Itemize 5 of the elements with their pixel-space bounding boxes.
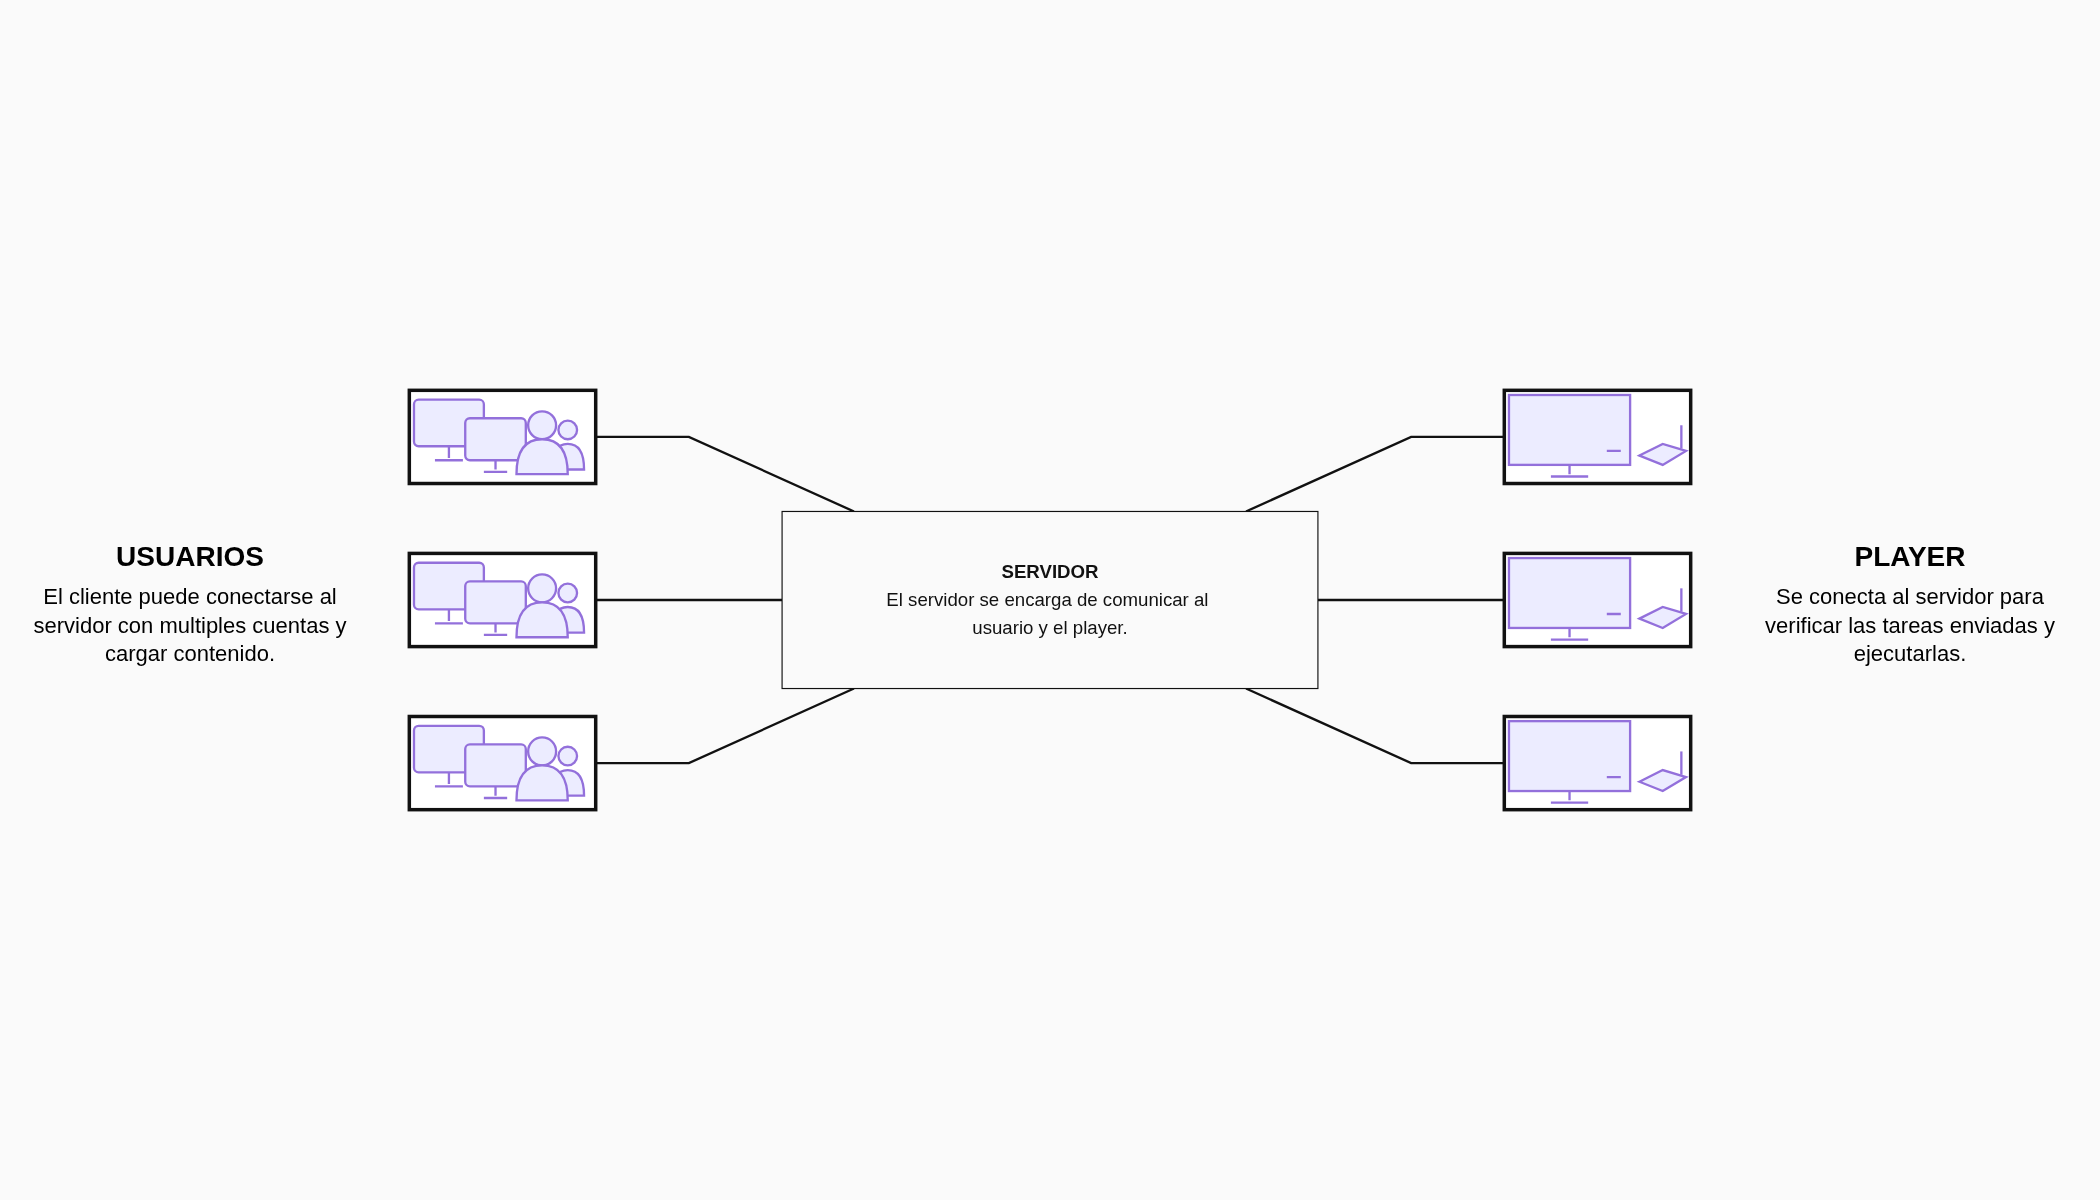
description-text: El cliente puede conectarse al servidor con multiples cuentas y cargar contenido. xyxy=(32,583,348,669)
group-heading: PLAYER xyxy=(1853,541,1967,574)
description-text: Se conecta al servidor para verificar las tareas enviadas y ejecutarlas. xyxy=(1764,583,2056,669)
server-node: SERVIDOR El servidor se encarga de comunicar al usuario y el player. xyxy=(781,510,1319,690)
group-heading: USUARIOS xyxy=(115,541,265,574)
